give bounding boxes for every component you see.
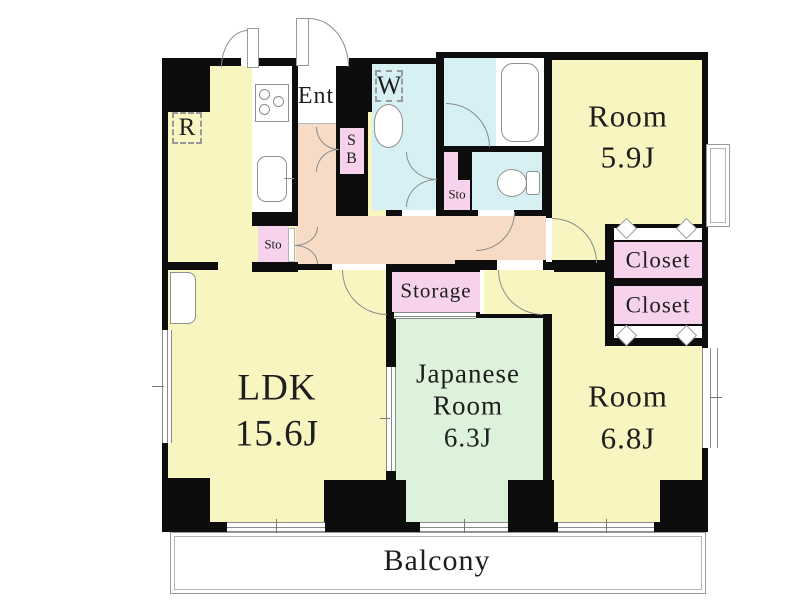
label-room-se-name: Room bbox=[588, 378, 668, 414]
storage-sliding-door bbox=[394, 312, 476, 319]
label-sto-hall: Sto bbox=[264, 236, 282, 252]
shoe-box bbox=[340, 128, 364, 174]
label-japanese-line1: Japanese bbox=[416, 358, 520, 389]
label-room-se-area: 6.8J bbox=[600, 420, 656, 456]
pillar-japanese-south bbox=[508, 480, 554, 532]
washbasin bbox=[374, 104, 403, 148]
storage-side-line bbox=[480, 270, 484, 314]
door-gap-room-se bbox=[497, 260, 543, 270]
kitchen-sink bbox=[257, 156, 287, 202]
toilet-bowl bbox=[497, 169, 527, 197]
label-storage: Storage bbox=[400, 278, 472, 303]
closet-lower bbox=[614, 286, 702, 324]
pillar-bottom-left bbox=[162, 478, 210, 532]
door-arc-entrance-exterior bbox=[309, 18, 349, 67]
cabinet-ldk bbox=[170, 272, 196, 324]
sto-washroom-b bbox=[444, 180, 470, 210]
window-room-se-right bbox=[702, 348, 718, 448]
label-balcony: Balcony bbox=[383, 544, 491, 577]
burner bbox=[259, 89, 270, 100]
door-leaf-kitchen bbox=[247, 28, 259, 68]
window-tick bbox=[606, 519, 607, 533]
label-room-ne-name: Room bbox=[588, 98, 668, 134]
label-sto-washroom: Sto bbox=[448, 186, 466, 202]
bay-window-room-ne bbox=[706, 144, 730, 227]
room-ne bbox=[552, 60, 702, 228]
door-gap-room-ne bbox=[546, 218, 552, 262]
label-shoebox-b: B bbox=[346, 150, 358, 167]
balcony-inner-line bbox=[174, 536, 702, 590]
window-tick bbox=[380, 418, 390, 419]
window-tick bbox=[464, 519, 465, 533]
sto-hall-door-leaf bbox=[288, 228, 295, 262]
label-japanese-area: 6.3J bbox=[443, 422, 493, 453]
door-arc-kitchen-exterior bbox=[221, 30, 248, 67]
faucet bbox=[284, 178, 294, 179]
label-shoebox-s: S bbox=[347, 132, 357, 149]
door-leaf-entrance bbox=[296, 18, 309, 66]
wall-under-sto-hall bbox=[252, 262, 298, 272]
washer-space: W bbox=[375, 70, 403, 102]
balcony bbox=[170, 532, 706, 594]
pillar-bottom-right bbox=[660, 480, 708, 532]
bathtub bbox=[501, 63, 539, 142]
pillar-ldk-south bbox=[324, 480, 406, 532]
fridge-space: R bbox=[172, 112, 202, 144]
burner bbox=[259, 104, 270, 115]
bay-window-inner-line bbox=[710, 148, 726, 223]
sliding-door-ldk-japanese bbox=[386, 367, 396, 471]
window-tick bbox=[152, 386, 164, 387]
door-gap-ldk bbox=[332, 264, 386, 270]
closet-upper bbox=[614, 242, 702, 278]
label-japanese-line2: Room bbox=[432, 390, 504, 421]
storage bbox=[392, 272, 480, 312]
label-ldk-area: 15.6J bbox=[234, 413, 320, 455]
wall-under-counter bbox=[252, 212, 298, 226]
window-tick bbox=[276, 519, 277, 533]
sto-hall bbox=[258, 226, 288, 262]
washer-label: W bbox=[376, 71, 402, 100]
label-entrance: Ent bbox=[297, 83, 335, 109]
wall-counter-right bbox=[292, 58, 298, 216]
stove bbox=[255, 84, 289, 122]
fridge-label: R bbox=[178, 114, 196, 141]
wall-stub-ldk-left bbox=[168, 262, 218, 270]
label-closet-upper: Closet bbox=[625, 247, 691, 273]
toilet-tank bbox=[526, 171, 540, 195]
door-gap-washroom bbox=[402, 210, 436, 216]
room-kitchen-strip bbox=[210, 66, 255, 116]
label-room-ne-area: 5.9J bbox=[600, 139, 656, 175]
label-ldk-name: LDK bbox=[237, 367, 317, 409]
label-closet-lower: Closet bbox=[625, 292, 691, 318]
burner bbox=[273, 96, 284, 107]
entrance-floor bbox=[296, 66, 336, 124]
window-tick bbox=[710, 397, 722, 398]
